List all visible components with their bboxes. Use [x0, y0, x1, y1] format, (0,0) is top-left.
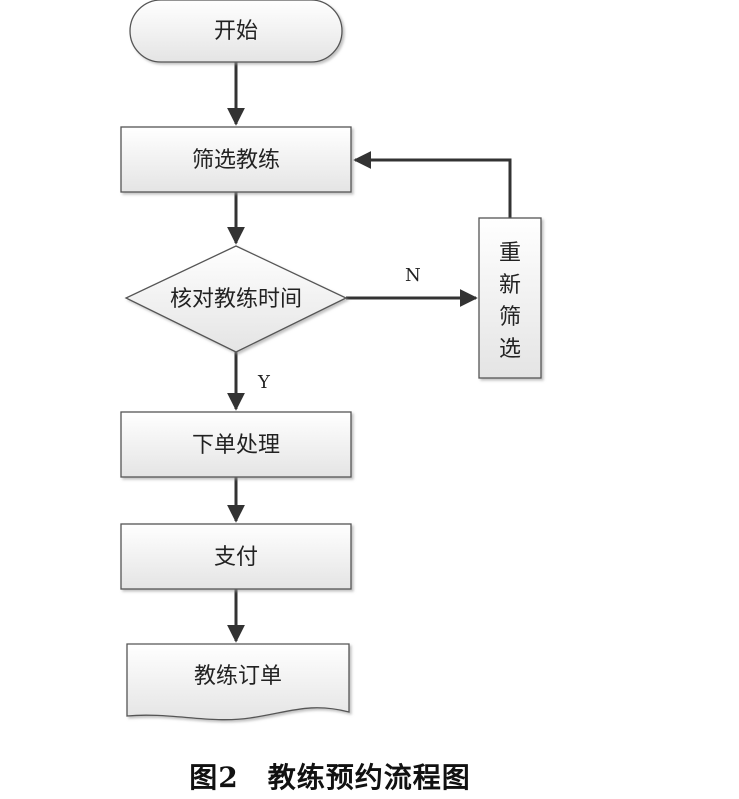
process-shape: [120, 523, 352, 590]
node-doc: 教练订单: [126, 643, 350, 721]
node-pay: 支付: [120, 523, 352, 590]
node-order: 下单处理: [120, 411, 352, 478]
node-start-label: 开始: [214, 19, 258, 44]
process-shape-vertical: [478, 217, 542, 379]
node-filter-label: 筛选教练: [192, 148, 280, 173]
edge-label-no: N: [405, 265, 421, 286]
edge-label-yes: Y: [257, 372, 271, 393]
node-refilter-char-1: 重: [499, 241, 521, 266]
edge-refilter-filter: [353, 151, 512, 218]
process-shape: [120, 411, 352, 478]
node-refilter-char-3: 筛: [499, 305, 521, 330]
node-refilter-char-4: 选: [499, 337, 521, 362]
node-order-label: 下单处理: [192, 433, 280, 458]
node-pay-label: 支付: [214, 545, 258, 570]
node-check-label: 核对教练时间: [170, 287, 302, 312]
node-start: 开始: [129, 0, 343, 63]
decision-shape: [124, 245, 348, 353]
flowchart: N Y 开始 筛选教练 核对教练时间 重 新 筛 选 下单处理 支付 教练订单: [120, 0, 542, 721]
document-shape: [126, 643, 350, 721]
node-doc-label: 教练订单: [194, 664, 282, 689]
terminator-shape: [129, 0, 343, 63]
figure-caption: 图2 教练预约流程图: [189, 761, 471, 794]
node-check: 核对教练时间: [124, 245, 348, 353]
node-filter: 筛选教练: [120, 126, 352, 193]
node-refilter-char-2: 新: [499, 273, 521, 298]
connectors: [227, 62, 512, 643]
process-shape: [120, 126, 352, 193]
node-refilter: 重 新 筛 选: [478, 217, 542, 379]
